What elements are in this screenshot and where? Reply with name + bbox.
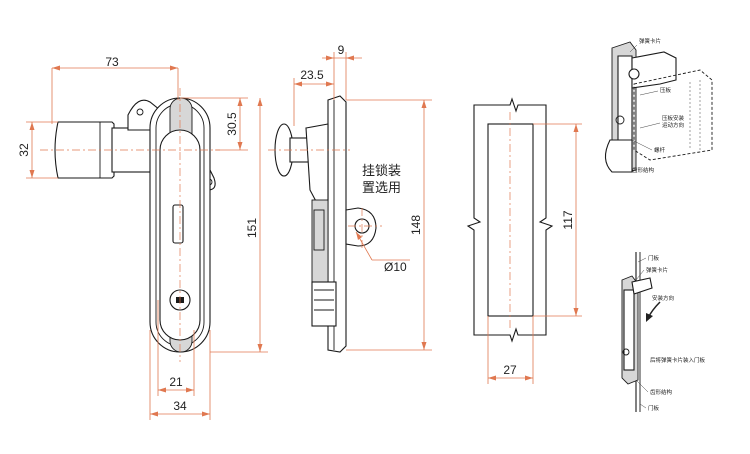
- slot: [172, 204, 184, 244]
- front-view: [40, 88, 220, 362]
- label-install-dir: 安装方向: [652, 294, 674, 302]
- side-dimensions: 9 23.5 148 Ø10 挂锁装 置选用: [293, 43, 432, 351]
- label-spring-clip-bottom: 弹簧卡片: [646, 266, 668, 274]
- dim-hole: Ø10: [384, 260, 407, 274]
- dim-9: 9: [338, 43, 345, 57]
- label-screw: 螺杆: [654, 146, 666, 154]
- detail-top-clip: [631, 51, 677, 89]
- label-door-panel-top: 门板: [648, 254, 660, 262]
- label-install-instruction: 后将弹簧卡片装入门板: [650, 356, 706, 364]
- label-spring-clip-top: 弹簧卡片: [639, 37, 661, 45]
- dim-34: 34: [173, 399, 187, 413]
- dim-151: 151: [245, 218, 259, 238]
- dim-21: 21: [169, 375, 183, 389]
- side-cam: [311, 281, 337, 327]
- dim-23-5: 23.5: [300, 68, 324, 82]
- detail-top: 弹簧卡片 压板 压板安装 运动方向 螺杆 齿形结构: [604, 37, 713, 174]
- front-dimensions: 73 32 30.5 151 21 34: [17, 55, 268, 420]
- padlock-note-line1: 挂锁装: [362, 163, 401, 178]
- dim-148: 148: [409, 215, 423, 235]
- side-view: [268, 95, 382, 353]
- dim-32: 32: [17, 143, 31, 157]
- label-press-plate-dir-1: 压板安装: [662, 114, 685, 122]
- dim-30-5: 30.5: [225, 112, 239, 136]
- label-press-plate-dir-2: 运动方向: [662, 121, 684, 129]
- label-door-panel-bottom: 门板: [648, 404, 660, 412]
- detail-bottom: 门板 弹簧卡片 安装方向 后将弹簧卡片装入门板 齿形结构 门板: [621, 252, 706, 412]
- padlock-note-line2: 置选用: [362, 180, 401, 195]
- panel-cutout: [487, 123, 534, 317]
- side-body-upper: [305, 123, 329, 206]
- cutout-dimensions: 117 27: [487, 123, 582, 384]
- label-press-plate: 压板: [660, 86, 672, 94]
- cutout-view: [466, 97, 554, 343]
- dim-27: 27: [503, 363, 517, 377]
- label-tooth-bottom: 齿形结构: [650, 388, 673, 396]
- dim-117: 117: [561, 210, 575, 229]
- label-tooth-top: 齿形结构: [632, 166, 655, 174]
- dim-73: 73: [105, 55, 119, 69]
